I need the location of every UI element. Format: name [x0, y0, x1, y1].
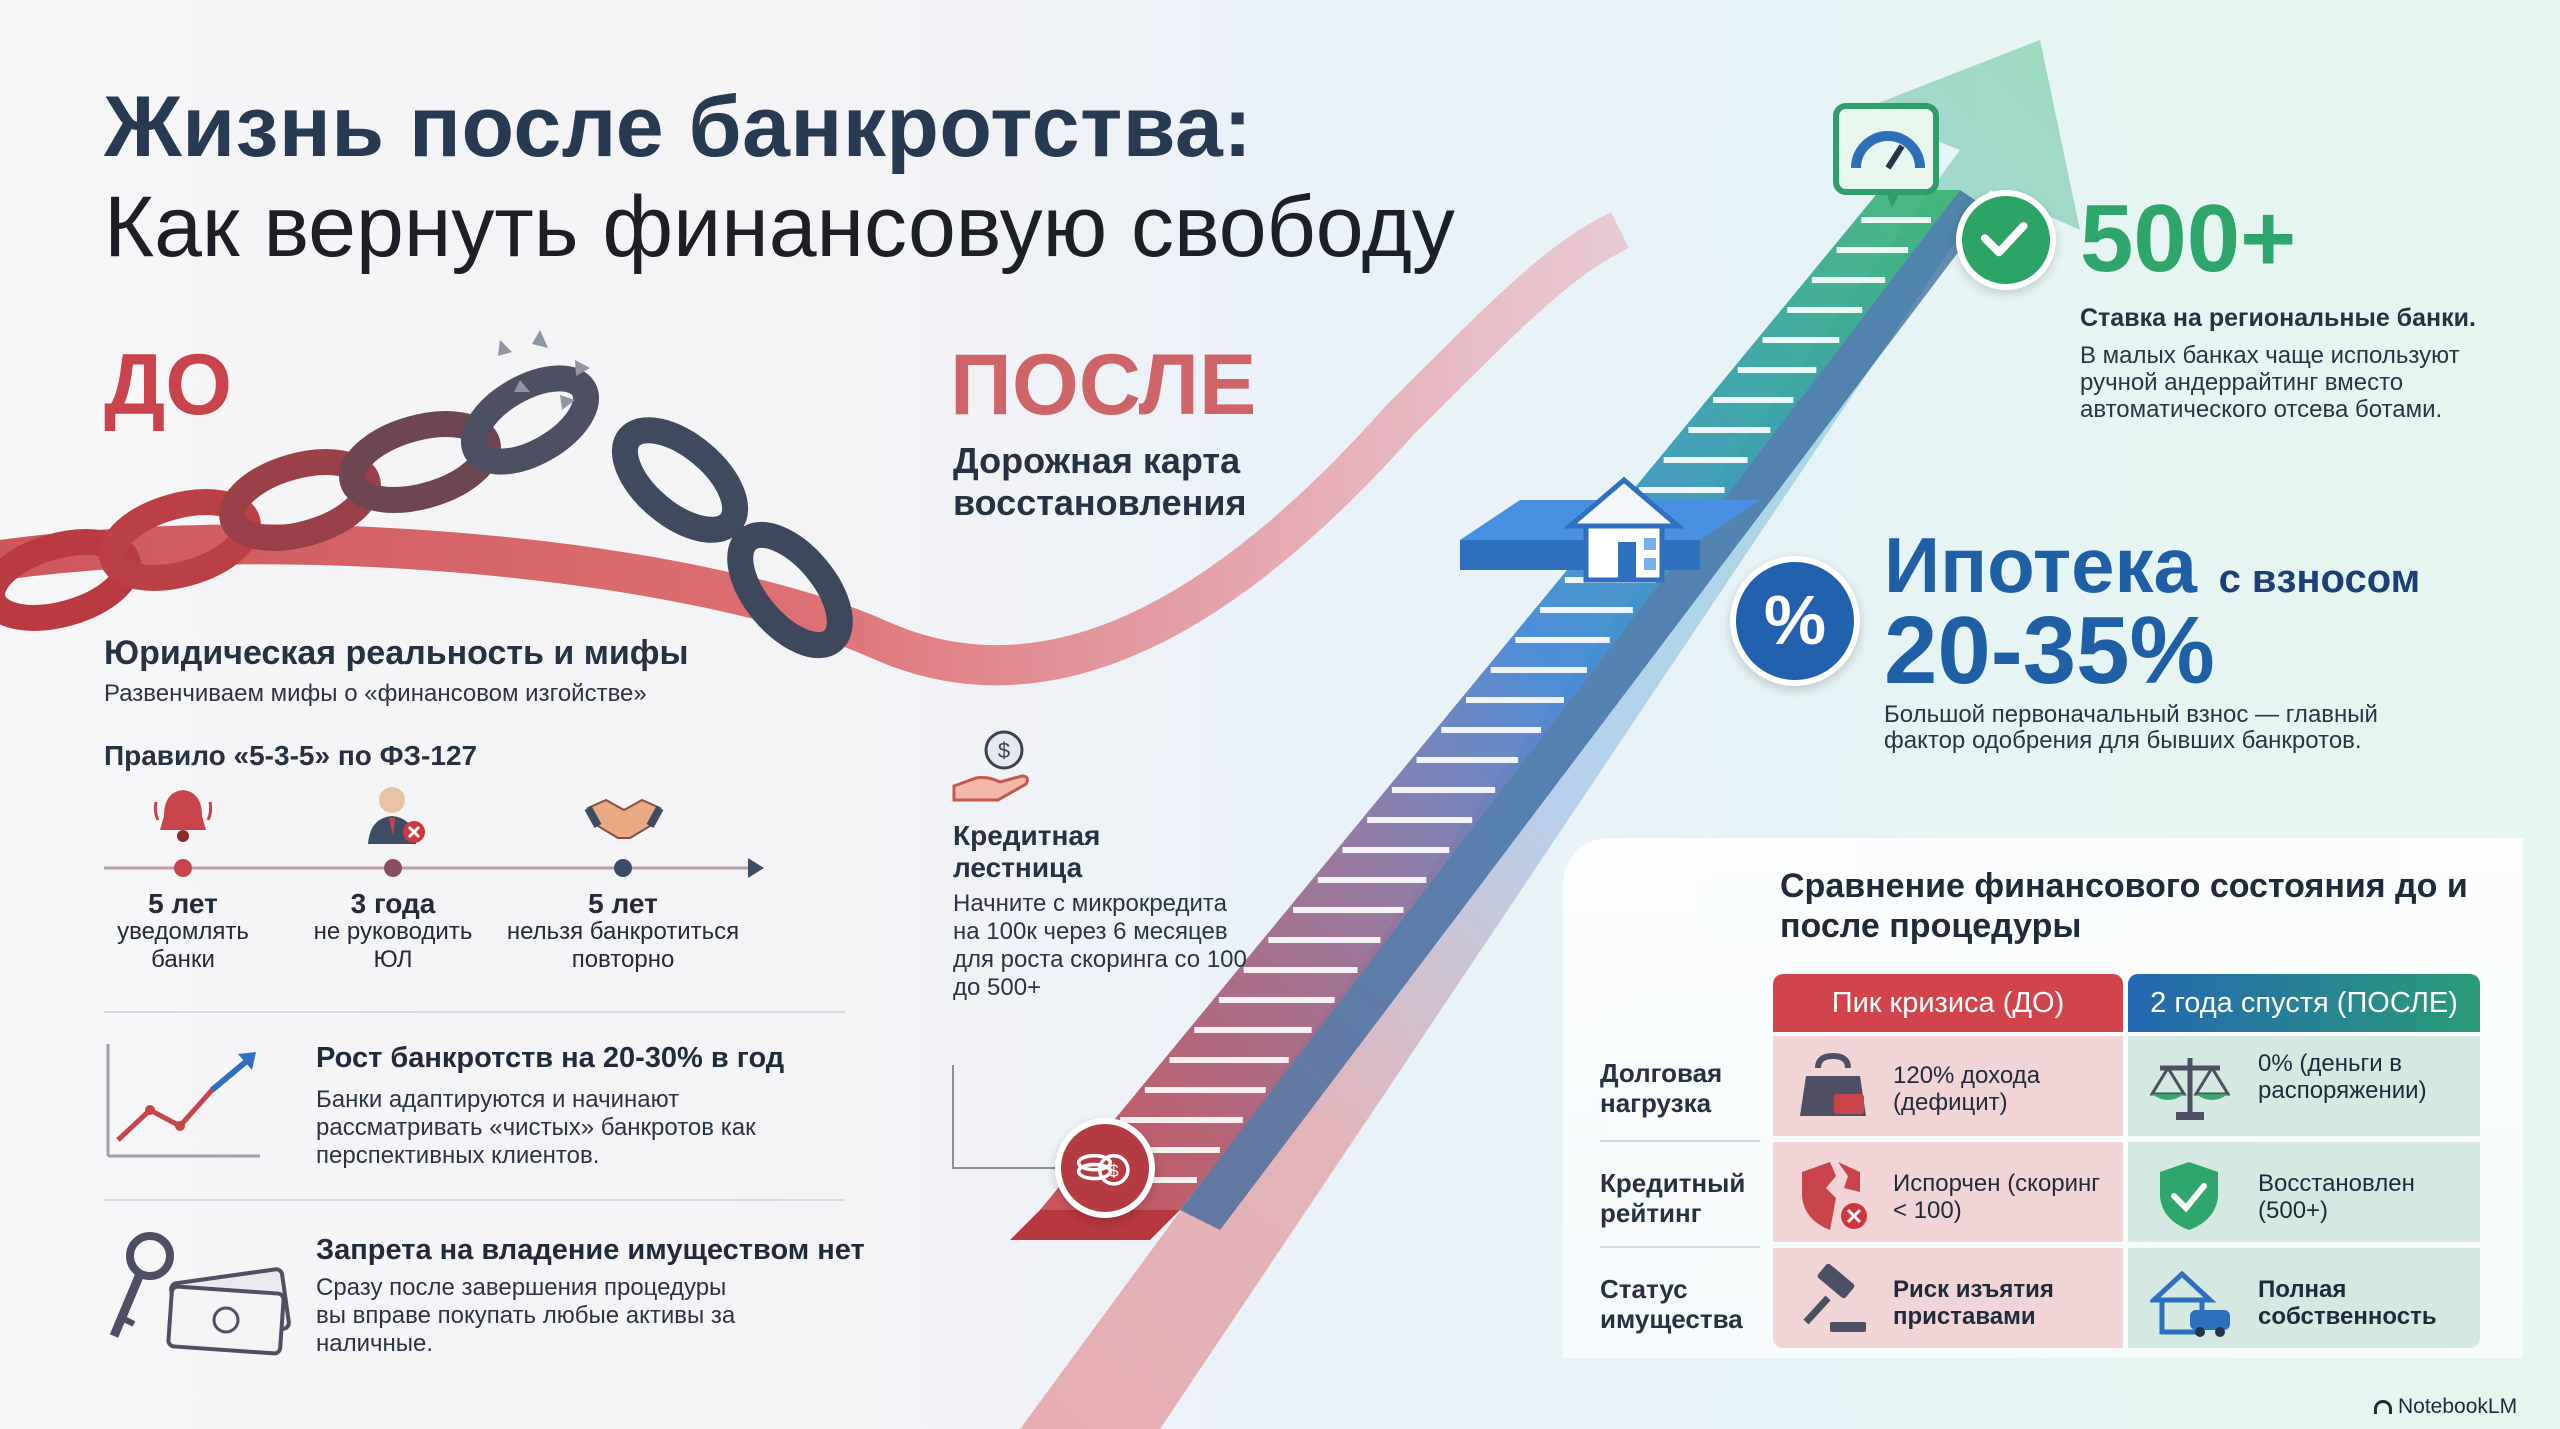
keys-money-icon: [109, 1232, 291, 1356]
property-text: Сразу после завершения процедуры вы впра…: [316, 1274, 736, 1357]
roadmap-title: Дорожная карта восстановления: [953, 440, 1247, 523]
timeline-item: 5 лет нельзя банкротиться повторно: [498, 890, 748, 974]
row-label: Статус имущества: [1600, 1274, 1743, 1334]
ladder-text: Начните с микрокредита на 100к через 6 м…: [953, 890, 1247, 1001]
score-stat-text: В малых банках чаще используют ручной ан…: [2080, 342, 2460, 423]
cell-before-text: Риск изъятия приставами: [1893, 1276, 2054, 1330]
svg-text:$: $: [998, 738, 1010, 763]
timeline-desc: уведомлять: [117, 918, 249, 945]
timeline-value: 5 лет: [148, 888, 218, 919]
score-stat-subtitle: Ставка на региональные банки.: [2080, 304, 2476, 332]
broken-shield-icon: [1802, 1162, 1867, 1230]
gavel-icon: [1803, 1264, 1866, 1332]
check-icon: [1956, 190, 2056, 290]
mortgage-title-suffix: с взносом: [2218, 557, 2421, 601]
coins-icon: $: [1055, 1118, 1155, 1218]
timeline-desc: банки: [151, 946, 215, 973]
debt-weight-icon: [1800, 1052, 1866, 1116]
score-stat-value: 500+: [2080, 185, 2297, 292]
col-header-after: 2 года спустя (ПОСЛЕ): [2128, 974, 2480, 1032]
mortgage-title: Ипотека с взносом: [1884, 520, 2420, 611]
timeline-item: 5 лет уведомлять банки: [83, 890, 283, 974]
mortgage-value: 20-35%: [1884, 597, 2215, 704]
scales-icon: [2150, 1058, 2230, 1120]
bell-icon: [153, 790, 213, 842]
row-divider: [1600, 1140, 1760, 1142]
before-label: ДО: [104, 337, 233, 433]
timeline-value: 5 лет: [588, 888, 658, 919]
property-title: Запрета на владение имуществом нет: [316, 1234, 865, 1266]
row-label: Кредитный рейтинг: [1600, 1168, 1746, 1228]
timeline-value: 3 года: [350, 888, 436, 919]
legal-subtitle: Развенчиваем мифы о «финансовом изгойств…: [104, 680, 647, 707]
cell-after-text: Полная собственность: [2258, 1276, 2437, 1330]
growth-title: Рост банкротств на 20-30% в год: [316, 1042, 785, 1074]
timeline-desc: ЮЛ: [373, 946, 413, 973]
after-label: ПОСЛЕ: [950, 337, 1257, 433]
timeline-desc: не руководить: [313, 918, 473, 945]
notebooklm-logo-icon: [2374, 1400, 2392, 1414]
comparison-title: Сравнение финансового состояния до и пос…: [1780, 867, 2468, 945]
cell-after-text: Восстановлен (500+): [2258, 1170, 2415, 1224]
row-divider: [1600, 1246, 1760, 1248]
ladder-title: Кредитная лестница: [953, 820, 1101, 883]
shield-check-icon: [2160, 1162, 2218, 1230]
hand-coin-icon: $: [952, 730, 1029, 802]
page-title-line2: Как вернуть финансовую свободу: [104, 179, 1455, 275]
timeline-item: 3 года не руководить ЮЛ: [293, 890, 493, 974]
col-header-before: Пик кризиса (ДО): [1773, 974, 2123, 1032]
gauge-icon: [1833, 103, 1939, 208]
house-icon: [1563, 476, 1685, 583]
cell-before-text: 120% дохода (дефицит): [1893, 1062, 2041, 1116]
timeline-desc: нельзя банкротиться: [506, 918, 740, 945]
percent-icon: %: [1730, 556, 1860, 686]
row-label: Долговая нагрузка: [1600, 1058, 1723, 1118]
cell-before: [1773, 1142, 2123, 1242]
growth-chart-icon: [106, 1044, 260, 1158]
manager-icon: [368, 787, 425, 844]
legal-title: Юридическая реальность и мифы: [104, 634, 689, 672]
svg-text:$: $: [1109, 1161, 1119, 1181]
brand-name: NotebookLM: [2398, 1395, 2518, 1418]
rule-title: Правило «5-3-5» по ФЗ-127: [104, 740, 478, 771]
cell-before-text: Испорчен (скоринг < 100): [1893, 1170, 2101, 1224]
brand-watermark: NotebookLM: [2374, 1395, 2517, 1419]
handshake-icon: [584, 798, 664, 839]
mortgage-text: Большой первоначальный взнос — главный ф…: [1884, 701, 2378, 754]
page-title-line1: Жизнь после банкротства:: [104, 79, 1253, 175]
mortgage-title-word: Ипотека: [1884, 521, 2197, 609]
timeline-desc: повторно: [571, 946, 675, 973]
growth-text: Банки адаптируются и начинают рассматрив…: [316, 1086, 756, 1169]
cell-after-text: 0% (деньги в распоряжении): [2258, 1050, 2427, 1104]
house-car-icon: [2150, 1270, 2230, 1337]
